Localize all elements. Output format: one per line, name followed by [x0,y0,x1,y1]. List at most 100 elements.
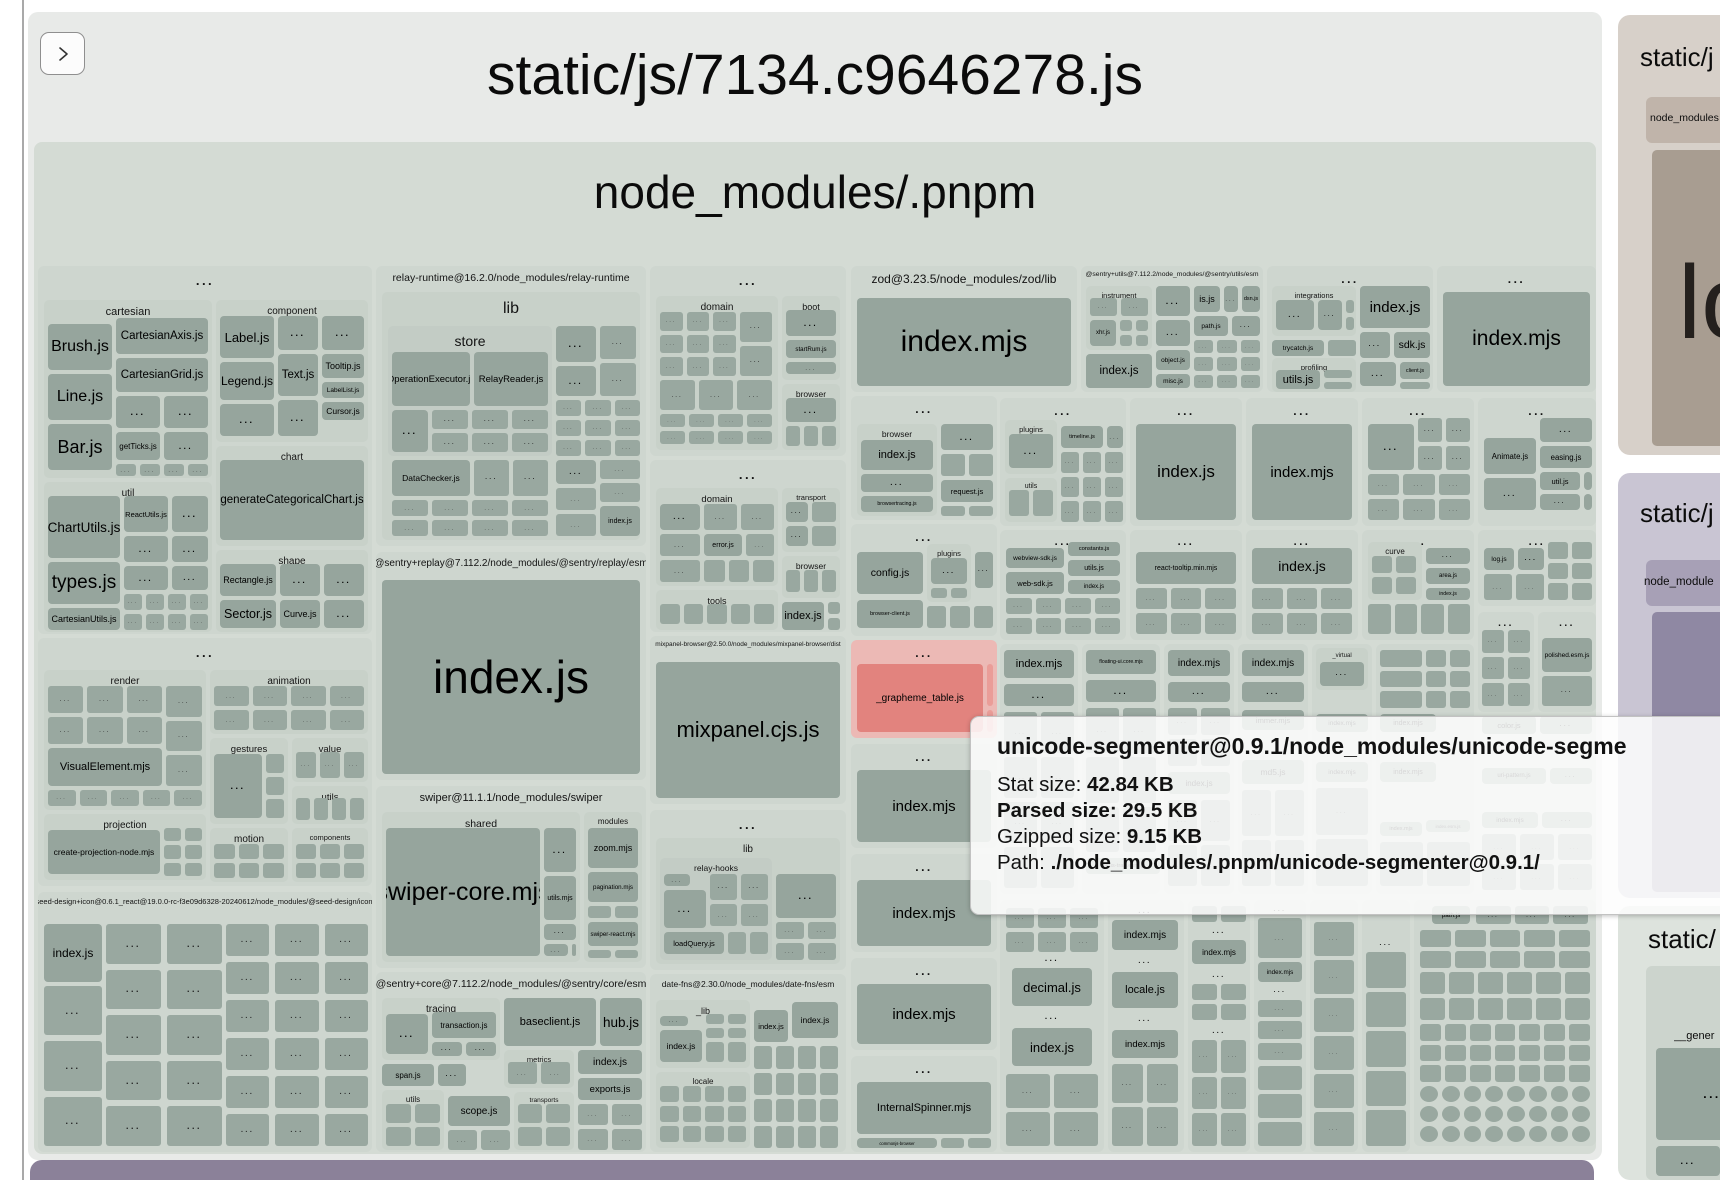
module-box[interactable]: ... [1314,1036,1354,1070]
module-box[interactable]: ... [1258,1021,1302,1039]
module-box[interactable]: Curve.js [280,600,320,628]
module-box[interactable]: ... [324,962,368,994]
module-box[interactable]: ... [1508,683,1530,706]
module-box[interactable]: ... [1446,418,1470,442]
module-box[interactable]: ... [79,790,108,806]
module-box[interactable]: ... [556,460,596,484]
module-box[interactable]: ... [1054,1074,1098,1108]
module-box[interactable] [822,570,836,592]
module-box[interactable] [683,604,704,624]
module-box[interactable]: ... [106,1106,161,1146]
module-box[interactable]: ... [1035,598,1061,614]
module-box[interactable] [1565,998,1590,1020]
module-box[interactable]: ... [1083,452,1101,473]
module-box[interactable] [1536,998,1561,1020]
module-box[interactable]: ... [1240,374,1260,388]
module-box[interactable]: ... [660,534,700,556]
module-box[interactable]: baseclient.js [504,998,596,1046]
module-box[interactable] [660,1126,679,1142]
module-box[interactable]: index.js [1012,1028,1092,1066]
module-box[interactable]: ... [324,600,364,628]
module-box[interactable]: ... [660,414,685,427]
module-box[interactable] [776,1099,794,1122]
module-box[interactable] [706,1042,724,1062]
module-box[interactable]: ... [275,1000,319,1032]
module-box[interactable]: Bar.js [48,424,112,470]
module-box[interactable] [682,1106,701,1122]
module-box[interactable]: ... [556,420,582,436]
module-box[interactable] [1366,1031,1406,1067]
module-box[interactable]: index.mjs [1252,424,1352,520]
module-box[interactable]: ... [713,312,736,331]
module-box[interactable] [786,426,800,446]
module-box[interactable] [350,798,364,820]
module-box[interactable]: floating-ui.core.mjs [1086,650,1156,674]
module-box[interactable]: ... [1035,618,1061,634]
module-box[interactable]: ... [438,1064,466,1086]
module-box[interactable]: ... [142,790,171,806]
module-box[interactable] [1559,951,1590,968]
module-box[interactable] [1507,998,1532,1020]
module-box[interactable]: Sector.js [220,600,276,628]
module-box[interactable] [828,618,840,630]
module-box[interactable]: ... [660,560,700,582]
module-box[interactable] [1449,998,1474,1020]
module-box[interactable]: ... [432,520,468,536]
module-box[interactable]: ... [786,526,808,546]
module-box[interactable]: index.js [578,1050,642,1074]
module-box[interactable] [728,560,750,582]
module-box[interactable] [1536,972,1561,994]
module-box[interactable] [660,604,680,624]
module-box[interactable]: ... [1508,656,1530,680]
module-box[interactable] [1396,577,1416,594]
module-box[interactable]: ... [124,594,142,610]
module-box[interactable]: ... [320,752,340,778]
module-box[interactable]: ... [329,686,364,706]
module-box[interactable] [798,1125,816,1148]
module-box[interactable] [1380,650,1422,667]
module-box[interactable]: ... [275,962,319,994]
module-box[interactable]: ... [1054,1112,1098,1146]
module-box[interactable] [705,1106,724,1122]
module-box[interactable]: Text.js [278,354,318,396]
module-box[interactable]: ... [167,1060,222,1101]
module-box[interactable]: utils.mjs [544,876,576,920]
module-box[interactable] [1450,691,1470,708]
module-box[interactable]: ... [214,686,249,706]
module-box[interactable] [969,454,993,476]
module-box[interactable] [518,1104,542,1123]
module-box[interactable]: ... [168,594,186,610]
module-box[interactable]: ... [1038,932,1066,952]
module-box[interactable] [1221,984,1246,1000]
module-box[interactable] [1550,1086,1569,1102]
module-box[interactable]: ... [1446,446,1470,470]
module-box[interactable]: ... [1006,932,1034,952]
module-box[interactable] [344,863,364,878]
module-box[interactable] [320,863,340,878]
module-box[interactable]: ... [614,400,640,416]
module-box[interactable]: ... [324,1000,368,1032]
module-box[interactable] [296,844,316,859]
module-box[interactable] [706,1028,724,1038]
module-box[interactable]: ... [786,502,808,522]
module-box[interactable] [263,844,284,859]
module-box[interactable]: ... [1107,426,1123,448]
module-box[interactable]: ... [1061,501,1079,522]
module-box[interactable]: index.js [660,1030,702,1062]
module-box[interactable] [973,606,993,628]
module-box[interactable]: ... [1286,613,1318,634]
module-box[interactable] [1550,1106,1569,1122]
module-box[interactable]: ... [660,504,700,530]
module-box[interactable] [822,426,836,446]
module-box[interactable]: ... [941,424,993,450]
module-box[interactable]: ... [808,943,836,960]
module-box[interactable]: RelayReader.js [474,352,548,406]
module-box[interactable]: ... [1540,494,1580,510]
module-box[interactable] [1258,1122,1302,1146]
module-box[interactable]: ... [448,1130,477,1150]
module-box[interactable]: ... [124,536,168,562]
module-box[interactable] [1584,472,1592,490]
module-box[interactable] [1494,1065,1516,1082]
module-box[interactable] [728,1028,746,1038]
module-box[interactable] [1544,1065,1566,1082]
